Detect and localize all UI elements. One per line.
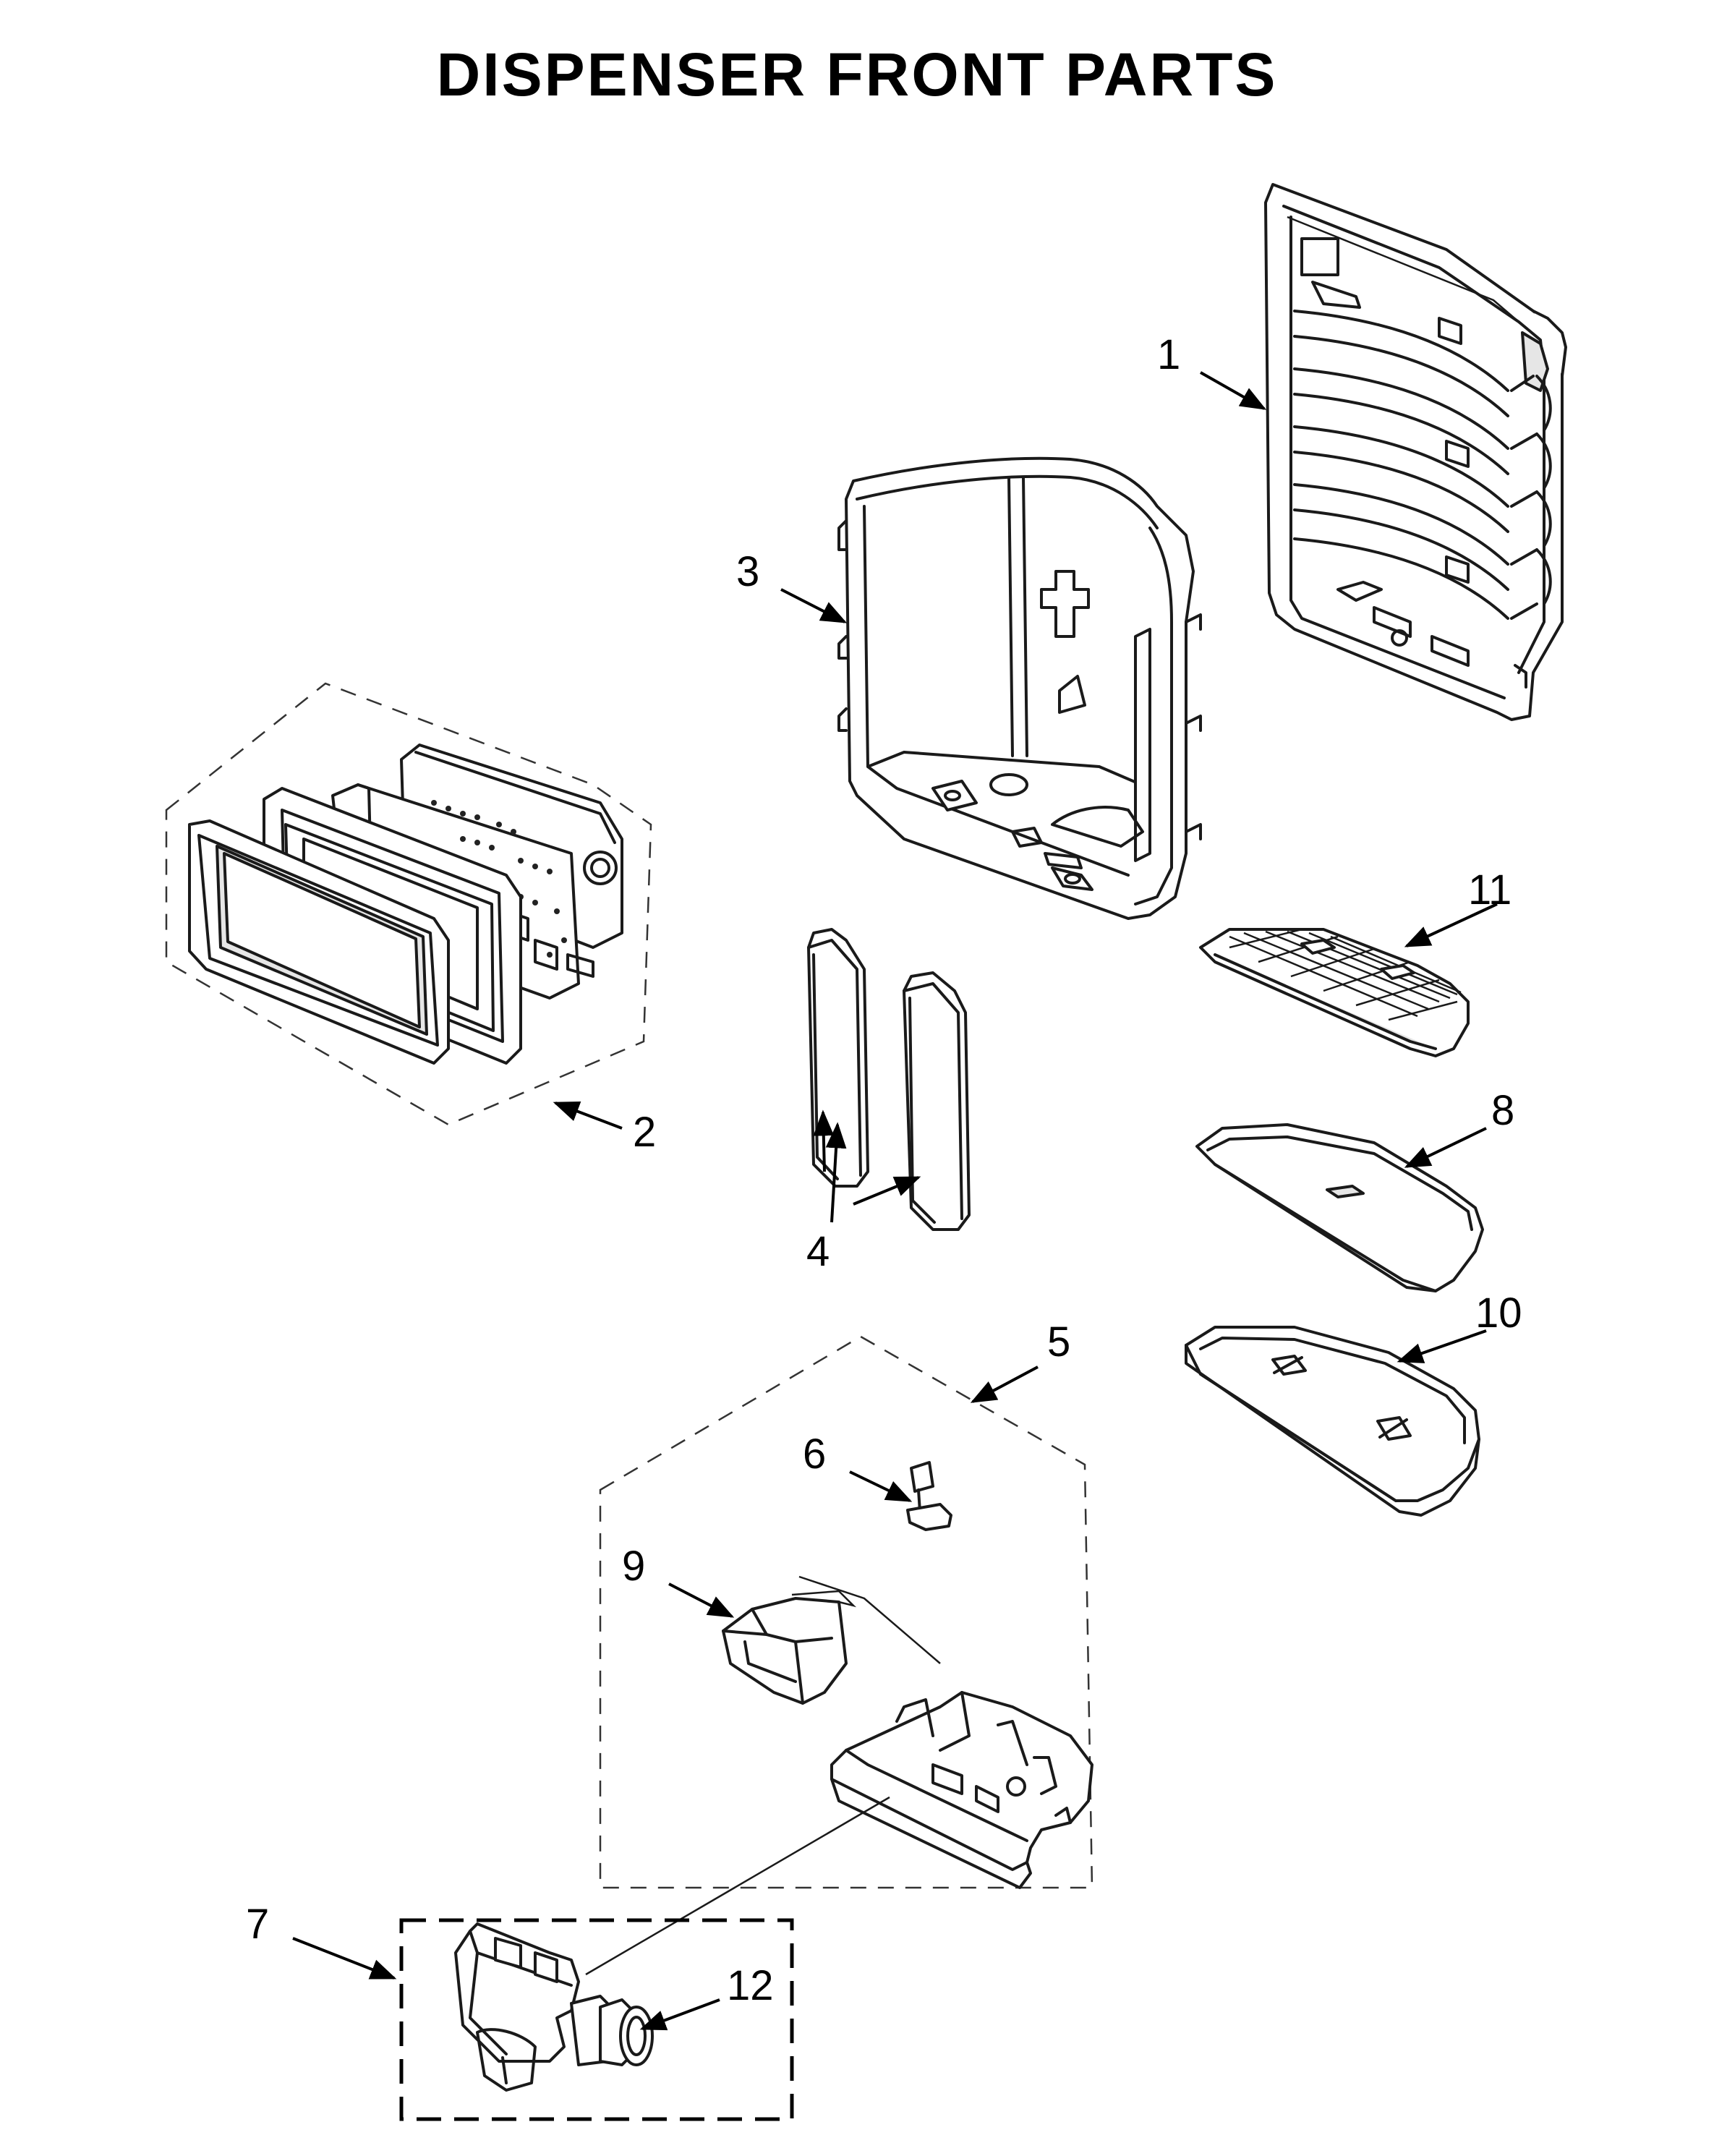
part-4-pads [807, 928, 971, 1231]
callout-10: 10 [1475, 1290, 1522, 1337]
callout-11: 11 [1468, 866, 1512, 913]
part-12-knob [570, 1995, 654, 2066]
part-6-switch [906, 1461, 952, 1531]
diagram-title: DISPENSER FRONT PARTS [436, 41, 1278, 108]
callout-arrows [292, 371, 1498, 2031]
part-9-leader [798, 1575, 941, 1664]
part-11-grille [1199, 928, 1470, 1057]
callout-5: 5 [1047, 1318, 1070, 1365]
part-7-actuator [454, 1922, 580, 2092]
callout-8: 8 [1491, 1087, 1514, 1134]
callout-3: 3 [736, 548, 759, 595]
callout-6: 6 [803, 1431, 826, 1478]
callout-2: 2 [633, 1109, 656, 1156]
part-7-outline [399, 1918, 794, 2121]
callout-4: 4 [806, 1228, 830, 1275]
callout-1: 1 [1157, 331, 1180, 378]
part-5-housing [830, 1691, 1093, 1889]
part-5-leader [585, 1796, 890, 1976]
part-2-control-assembly [165, 682, 652, 1126]
callout-9: 9 [622, 1543, 645, 1590]
part-1-housing [1264, 183, 1567, 721]
part-5-outline [599, 1335, 1093, 1889]
part-3-liner [837, 456, 1202, 920]
part-10-tray [1185, 1326, 1480, 1517]
callout-12: 12 [727, 1962, 774, 2009]
part-9-chute [722, 1590, 857, 1705]
callout-7: 7 [246, 1901, 269, 1948]
